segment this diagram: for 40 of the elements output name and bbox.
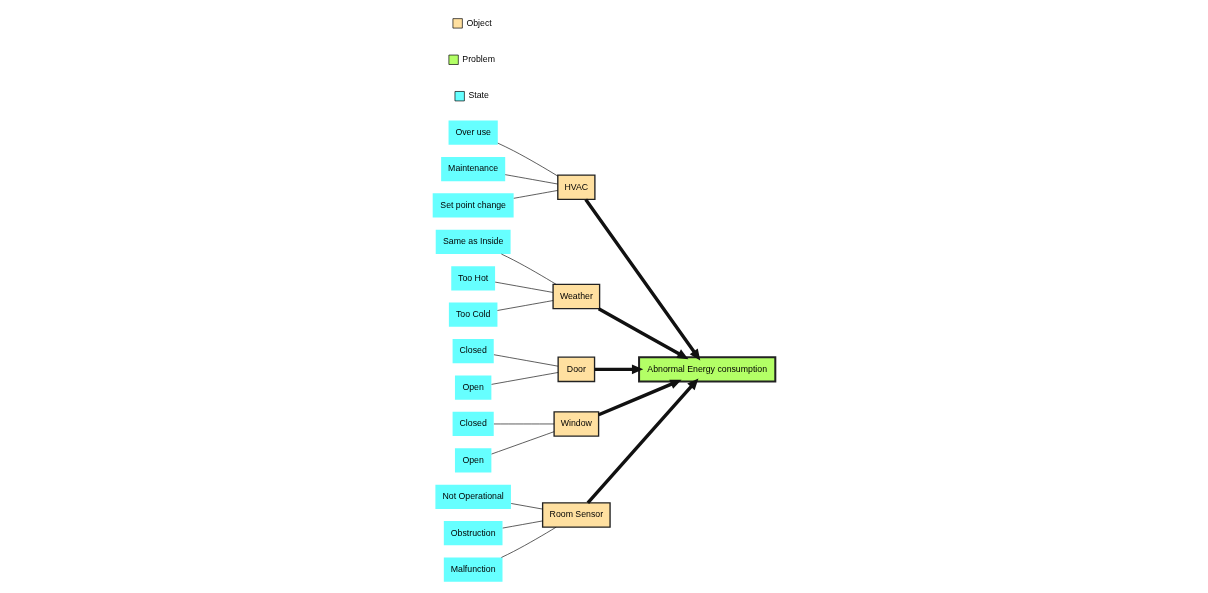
arrow	[586, 378, 699, 504]
node-box: Set point change	[432, 193, 514, 218]
node-box: Too Hot	[451, 266, 496, 291]
node-box: Open	[454, 448, 492, 473]
node-box: HVAC	[557, 174, 596, 201]
connector	[501, 253, 557, 285]
connector	[493, 354, 559, 367]
node-box: Abnormal Energy consumption	[638, 356, 777, 383]
node-box: Open	[454, 375, 492, 400]
connector	[510, 503, 543, 510]
connector	[502, 520, 543, 529]
node-box: Window	[553, 411, 600, 437]
arrow	[584, 198, 701, 361]
connector	[491, 372, 559, 385]
connector	[493, 423, 555, 425]
node-box: Obstruction	[443, 521, 503, 546]
arrow	[597, 307, 689, 360]
arrow	[598, 379, 682, 417]
node-box: Not Operational	[435, 484, 511, 509]
connector	[513, 190, 558, 199]
connector	[504, 174, 558, 185]
node-box: Malfunction	[443, 557, 503, 582]
node-box: Closed	[452, 339, 494, 364]
arrow	[594, 364, 644, 375]
node-box: Door	[557, 356, 596, 383]
legend-label: Object	[466, 17, 492, 28]
node-box: Over use	[448, 120, 498, 145]
node-box: Same as Inside	[435, 229, 511, 254]
node-box: Maintenance	[441, 156, 506, 182]
legend-label: State	[468, 90, 489, 101]
connector	[491, 431, 555, 455]
node-box: Closed	[452, 411, 494, 437]
connector	[494, 281, 554, 293]
node-box: Weather	[552, 283, 601, 310]
connector	[501, 526, 557, 558]
node-box: Too Cold	[448, 302, 498, 327]
connector	[497, 300, 554, 311]
node-box: Room Sensor	[541, 502, 611, 528]
connector	[497, 142, 559, 177]
legend-label: Problem	[462, 54, 495, 65]
